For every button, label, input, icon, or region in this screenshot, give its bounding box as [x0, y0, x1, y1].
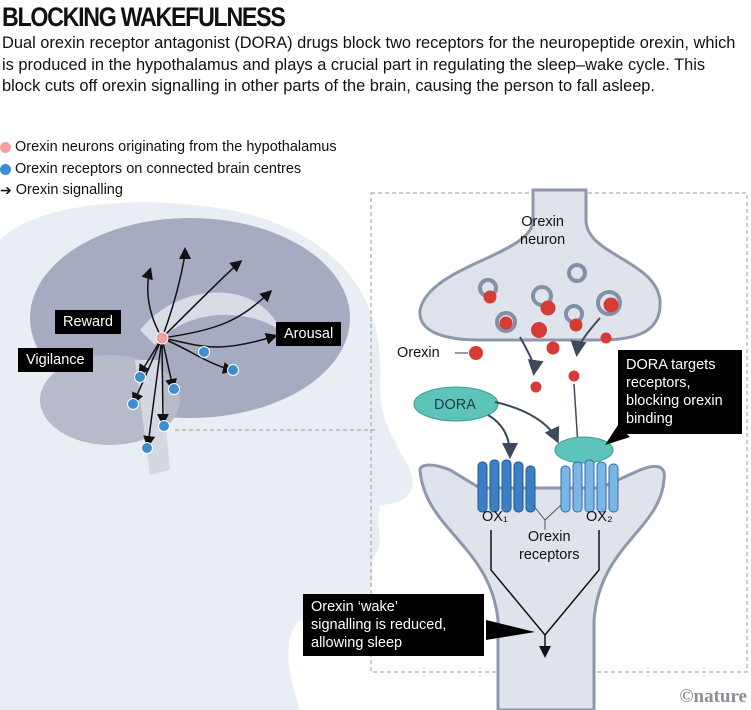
receptor-dots: [127, 346, 239, 454]
legend-label: Orexin receptors on connected brain cent…: [15, 160, 302, 177]
ox1-receptor: [477, 459, 536, 513]
page-title: BLOCKING WAKEFULNESS: [2, 2, 286, 32]
dora-bound: [554, 436, 614, 464]
dora-molecule: [413, 386, 499, 422]
orexin-neuron-label: Orexin neuron: [520, 213, 565, 249]
label-reward: Reward: [55, 310, 121, 334]
orexin-molecules: [469, 290, 619, 393]
wake-signalling-callout: Orexin ‘wake’ signalling is reduced, all…: [303, 594, 484, 656]
legend-item-receptors: Orexin receptors on connected brain cent…: [0, 159, 337, 181]
label-vigilance: Vigilance: [18, 348, 93, 372]
callout-line: blocking orexin: [626, 393, 723, 409]
label-line: receptors: [519, 547, 580, 563]
signalling-arrows: [132, 247, 278, 448]
legend-label: Orexin neurons originating from the hypo…: [15, 139, 337, 155]
label-line: Orexin: [527, 529, 571, 545]
orexin-label: Orexin: [397, 345, 440, 361]
callout-line: receptors,: [626, 375, 691, 391]
callout-line: Orexin ‘wake’: [311, 599, 399, 615]
legend: Orexin neurons originating from the hypo…: [0, 137, 337, 202]
ox2-receptor: [560, 459, 619, 513]
legend-item-neurons: Orexin neurons originating from the hypo…: [0, 137, 337, 159]
orexin-receptors-label: Orexin receptors: [519, 528, 579, 564]
label-line: neuron: [520, 232, 566, 248]
dora-label: DORA: [434, 397, 476, 413]
arrow-icon: ➔: [0, 182, 12, 198]
callout-line: binding: [626, 411, 673, 427]
blue-dot-icon: [0, 163, 11, 175]
legend-item-signalling: ➔Orexin signalling: [0, 180, 337, 202]
ox1-label: OX₁: [482, 509, 508, 525]
ox2-label: OX₂: [586, 509, 613, 525]
pink-dot-icon: [0, 142, 11, 154]
label-line: Orexin: [521, 214, 564, 230]
nature-credit: ©nature: [679, 686, 747, 707]
hypothalamus-neuron-dot: [155, 331, 169, 345]
legend-label: Orexin signalling: [15, 182, 123, 198]
dora-targets-callout: DORA targets receptors, blocking orexin …: [618, 350, 742, 434]
intro-text: Dual orexin receptor antagonist (DORA) d…: [2, 34, 736, 95]
callout-line: allowing sleep: [311, 635, 403, 651]
callout-line: DORA targets: [626, 357, 716, 373]
label-arousal: Arousal: [276, 322, 342, 346]
postsynaptic-dendrite: [418, 463, 666, 710]
callout-line: signalling is reduced,: [311, 617, 447, 633]
